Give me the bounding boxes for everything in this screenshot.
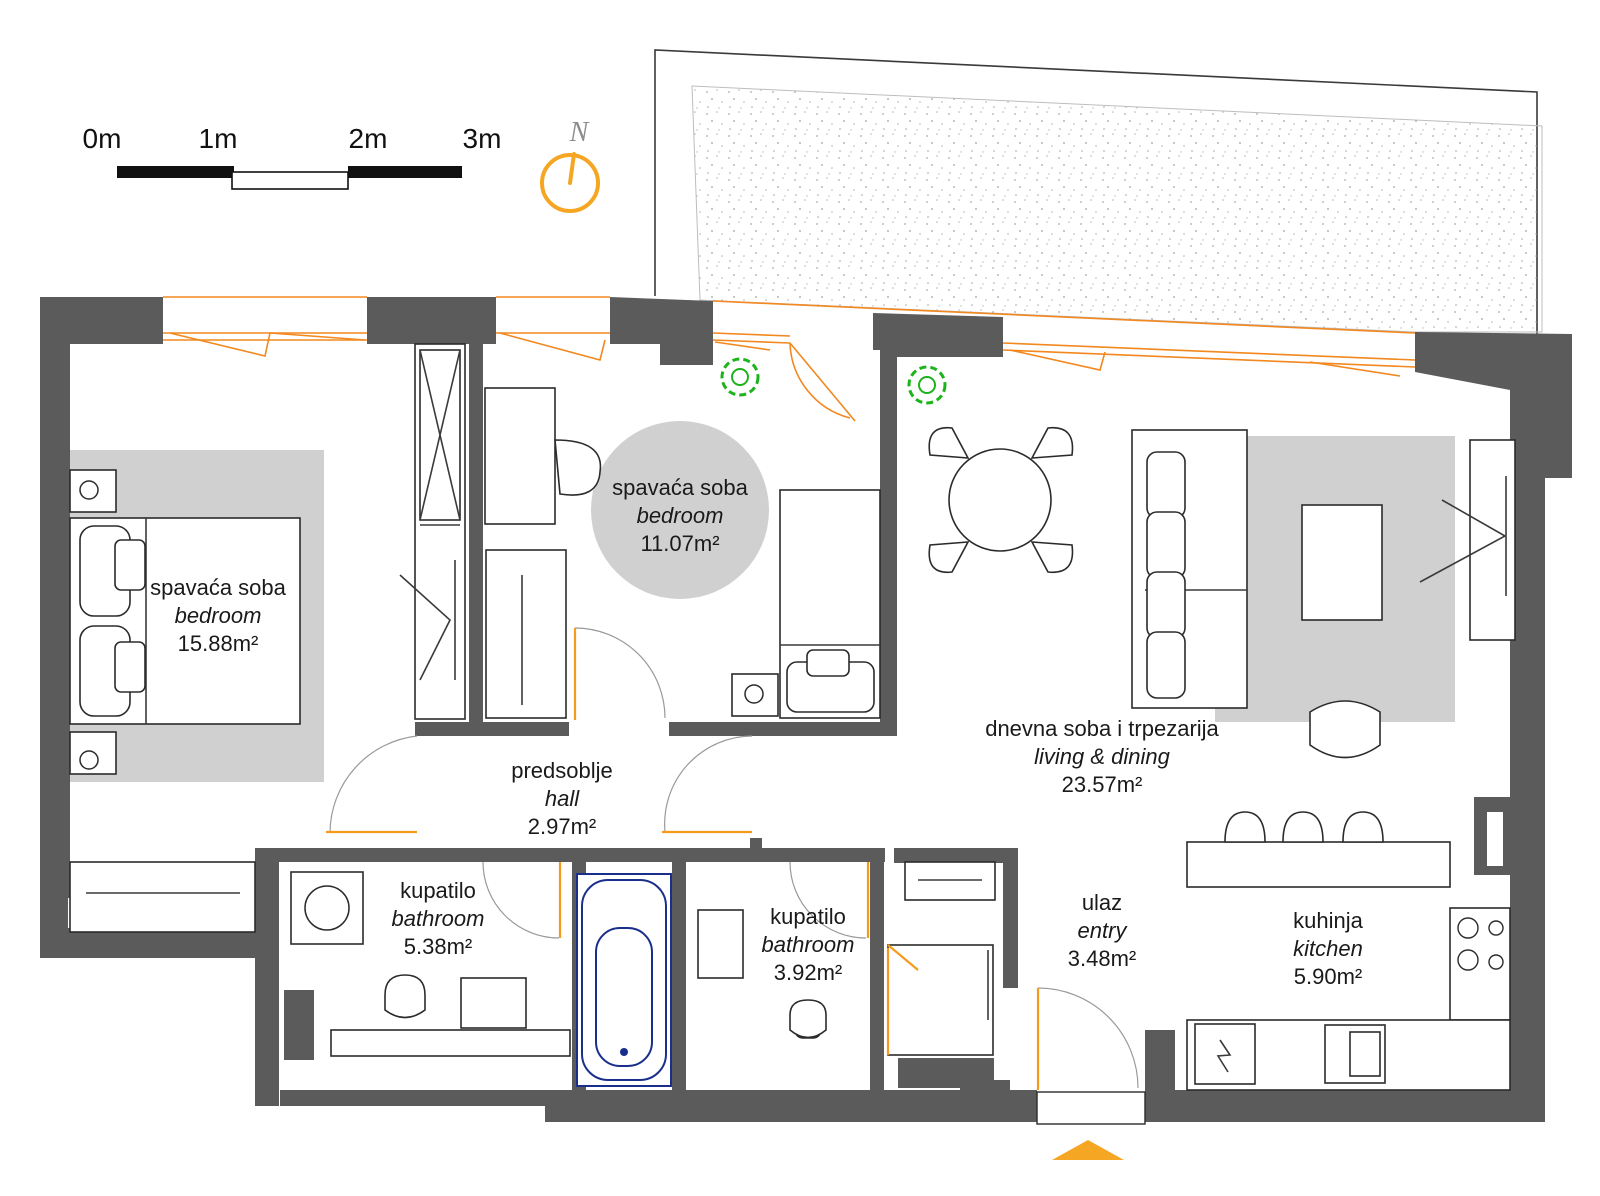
kitchen-furniture [1186, 811, 1511, 1091]
scale-label-3: 3m [463, 123, 502, 154]
bathroom-2-furniture [697, 861, 996, 1056]
entry-arrow-icon [1052, 1140, 1124, 1160]
scale-label-2: 2m [349, 123, 388, 154]
room-area: 3.48m² [1068, 946, 1136, 971]
terrace [654, 49, 1543, 334]
room-area: 15.88m² [178, 631, 259, 656]
room-area: 3.92m² [774, 960, 842, 985]
compass-icon: N [540, 117, 600, 213]
room-area: 23.57m² [1062, 772, 1143, 797]
room-name: predsoblje [511, 758, 613, 783]
scale-bar: 0m 1m 2m 3m [83, 123, 502, 190]
room-name-en: bathroom [762, 932, 855, 957]
north-label: N [569, 117, 590, 148]
bedroom-2-furniture [484, 387, 881, 719]
bedroom-1-furniture [69, 343, 466, 933]
room-name-en: entry [1078, 918, 1129, 943]
room-name: spavaća soba [150, 575, 287, 600]
room-label-bedroom-2: spavaća soba bedroom 11.07m² [612, 475, 749, 556]
room-area: 11.07m² [640, 531, 719, 556]
room-name: spavaća soba [612, 475, 749, 500]
walls [40, 297, 1572, 1122]
room-area: 5.90m² [1294, 964, 1362, 989]
scale-label-1: 1m [199, 123, 238, 154]
room-label-kitchen: kuhinja kitchen 5.90m² [1293, 908, 1363, 989]
room-name: ulaz [1082, 890, 1122, 915]
rugs [70, 421, 1455, 782]
room-area: 2.97m² [528, 814, 596, 839]
room-label-hall: predsoblje hall 2.97m² [511, 758, 613, 839]
room-label-living: dnevna soba i trpezarija living & dining… [985, 716, 1219, 797]
plant-icon [720, 357, 760, 397]
room-name-en: kitchen [1293, 936, 1363, 961]
room-label-entry: ulaz entry 3.48m² [1068, 890, 1136, 971]
room-name-en: hall [545, 786, 580, 811]
living-furniture [928, 426, 1516, 759]
room-name-en: bedroom [175, 603, 262, 628]
room-name-en: bedroom [637, 503, 724, 528]
room-label-bathroom-2: kupatilo bathroom 3.92m² [762, 904, 855, 985]
windows [163, 296, 1416, 422]
room-name: kuhinja [1293, 908, 1363, 933]
room-name: kupatilo [770, 904, 846, 929]
room-area: 5.38m² [404, 934, 472, 959]
room-name: kupatilo [400, 878, 476, 903]
doors [326, 627, 1146, 1125]
bathroom-1-furniture [290, 871, 672, 1087]
room-name-en: bathroom [392, 906, 485, 931]
plant-icon [907, 365, 947, 405]
room-name-en: living & dining [1034, 744, 1171, 769]
room-label-bedroom-1: spavaća soba bedroom 15.88m² [150, 575, 287, 656]
scale-label-0: 0m [83, 123, 122, 154]
room-label-bathroom-1: kupatilo bathroom 5.38m² [392, 878, 485, 959]
room-name: dnevna soba i trpezarija [985, 716, 1219, 741]
